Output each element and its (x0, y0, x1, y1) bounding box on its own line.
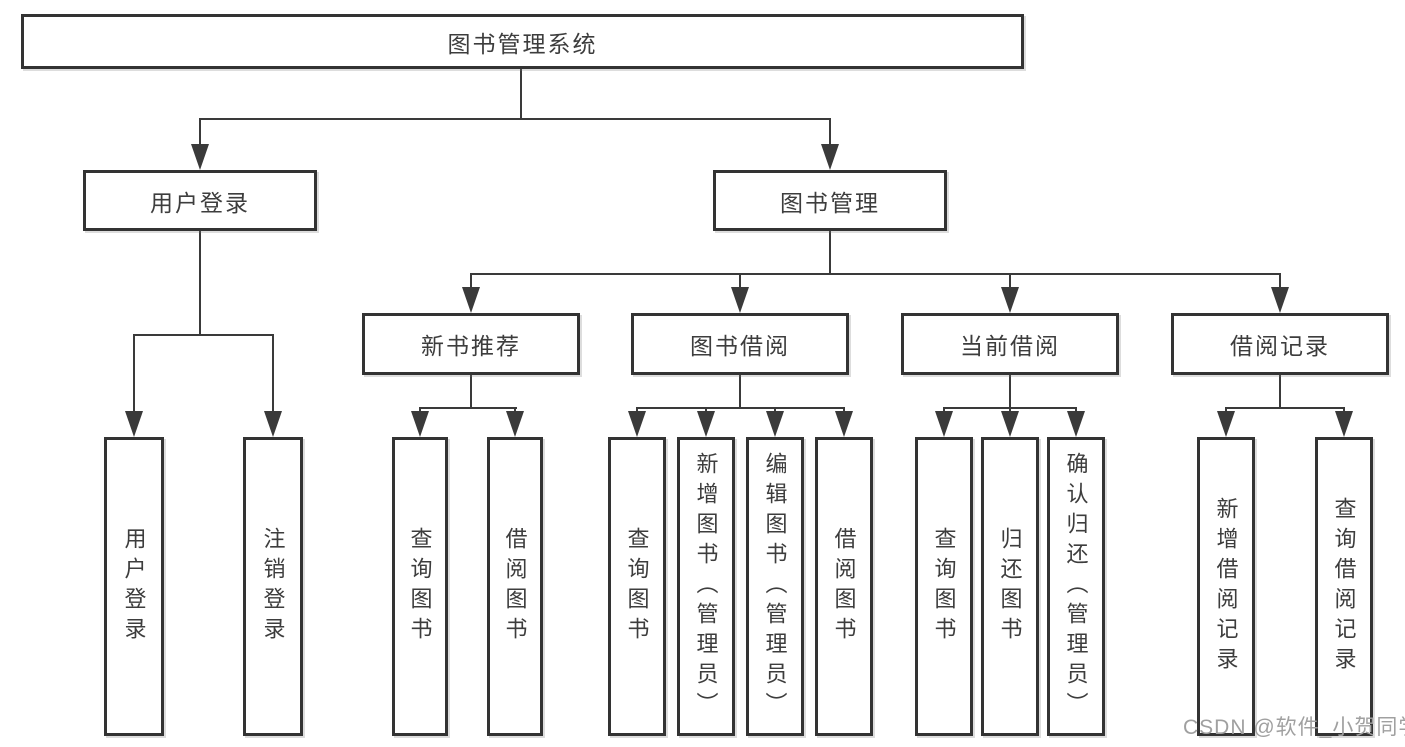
down-arrowhead (628, 411, 646, 437)
connector-leaf-drop (272, 334, 274, 416)
connector-new-book-bar (419, 407, 517, 409)
leaf-borrow-books-recommend: 借阅图书 (487, 437, 543, 736)
node-borrow-records-label: 借阅记录 (1230, 333, 1330, 359)
node-root: 图书管理系统 (21, 14, 1024, 69)
down-arrowhead (821, 144, 839, 170)
connector-leaf-drop (133, 334, 135, 416)
connector-book-management-stem (829, 231, 831, 274)
connector-level3-drop (1009, 273, 1011, 293)
leaf-borrow-books-recommend-label: 借阅图书 (502, 526, 528, 647)
leaf-add-borrow-record-label: 新增借阅记录 (1213, 496, 1239, 677)
connector-user-login-stem (199, 231, 201, 335)
connector-book-management-bar (470, 273, 1281, 275)
node-book-borrowing-label: 图书借阅 (690, 333, 790, 359)
down-arrowhead (697, 411, 715, 437)
down-arrowhead (1067, 411, 1085, 437)
connector-user-login-drop (199, 118, 201, 150)
down-arrowhead (191, 144, 209, 170)
leaf-query-books-current-label: 查询图书 (931, 526, 957, 647)
down-arrowhead (731, 287, 749, 313)
node-current-borrowing-label: 当前借阅 (960, 333, 1060, 359)
leaf-return-books-label: 归还图书 (997, 526, 1023, 647)
down-arrowhead (264, 411, 282, 437)
node-book-borrowing: 图书借阅 (631, 313, 849, 375)
node-root-label: 图书管理系统 (447, 30, 598, 57)
node-new-book-recommend: 新书推荐 (362, 313, 580, 375)
connector-borrow-records-stem (1279, 375, 1281, 408)
leaf-user-login-label: 用户登录 (121, 526, 147, 647)
connector-book-management-drop (829, 118, 831, 150)
leaf-add-books-admin-label: 新增图书（管理员） (693, 451, 719, 722)
leaf-edit-books-admin-label: 编辑图书（管理员） (762, 451, 788, 722)
leaf-query-books-current: 查询图书 (915, 437, 973, 736)
connector-book-borrowing-stem (739, 375, 741, 408)
leaf-edit-books-admin: 编辑图书（管理员） (746, 437, 804, 736)
node-book-management: 图书管理 (713, 170, 947, 231)
down-arrowhead (766, 411, 784, 437)
leaf-return-books: 归还图书 (981, 437, 1039, 736)
connector-book-borrowing-bar (636, 407, 845, 409)
leaf-borrow-books-label: 借阅图书 (831, 526, 857, 647)
leaf-confirm-return-admin: 确认归还（管理员） (1047, 437, 1105, 736)
node-user-login-label: 用户登录 (150, 189, 250, 216)
down-arrowhead (411, 411, 429, 437)
down-arrowhead (506, 411, 524, 437)
leaf-logout-label: 注销登录 (260, 526, 286, 647)
leaf-add-borrow-record: 新增借阅记录 (1197, 437, 1255, 736)
connector-level3-drop (470, 273, 472, 293)
node-new-book-recommend-label: 新书推荐 (421, 333, 521, 359)
leaf-query-borrow-record-label: 查询借阅记录 (1331, 496, 1357, 677)
connector-level3-drop (1279, 273, 1281, 293)
leaf-query-books-borrowing: 查询图书 (608, 437, 666, 736)
node-current-borrowing: 当前借阅 (901, 313, 1119, 375)
connector-current-borrowing-stem (1009, 375, 1011, 408)
connector-borrow-records-bar (1225, 407, 1345, 409)
leaf-logout: 注销登录 (243, 437, 303, 736)
connector-new-book-stem (470, 375, 472, 408)
leaf-query-books-recommend-label: 查询图书 (407, 526, 433, 647)
leaf-confirm-return-admin-label: 确认归还（管理员） (1063, 451, 1089, 722)
csdn-watermark: CSDN @软件_小贺同学 (1183, 716, 1405, 739)
connector-user-login-bar (133, 334, 274, 336)
down-arrowhead (1335, 411, 1353, 437)
leaf-query-borrow-record: 查询借阅记录 (1315, 437, 1373, 736)
node-borrow-records: 借阅记录 (1171, 313, 1389, 375)
connector-root-stem (520, 69, 522, 118)
leaf-query-books-borrowing-label: 查询图书 (624, 526, 650, 647)
leaf-add-books-admin: 新增图书（管理员） (677, 437, 735, 736)
node-user-login: 用户登录 (83, 170, 317, 231)
down-arrowhead (462, 287, 480, 313)
leaf-borrow-books: 借阅图书 (815, 437, 873, 736)
down-arrowhead (1217, 411, 1235, 437)
down-arrowhead (125, 411, 143, 437)
leaf-query-books-recommend: 查询图书 (392, 437, 448, 736)
down-arrowhead (835, 411, 853, 437)
leaf-user-login: 用户登录 (104, 437, 164, 736)
down-arrowhead (1271, 287, 1289, 313)
node-book-management-label: 图书管理 (780, 189, 880, 216)
down-arrowhead (935, 411, 953, 437)
down-arrowhead (1001, 411, 1019, 437)
connector-root-bar (199, 118, 831, 120)
connector-level3-drop (739, 273, 741, 293)
down-arrowhead (1001, 287, 1019, 313)
